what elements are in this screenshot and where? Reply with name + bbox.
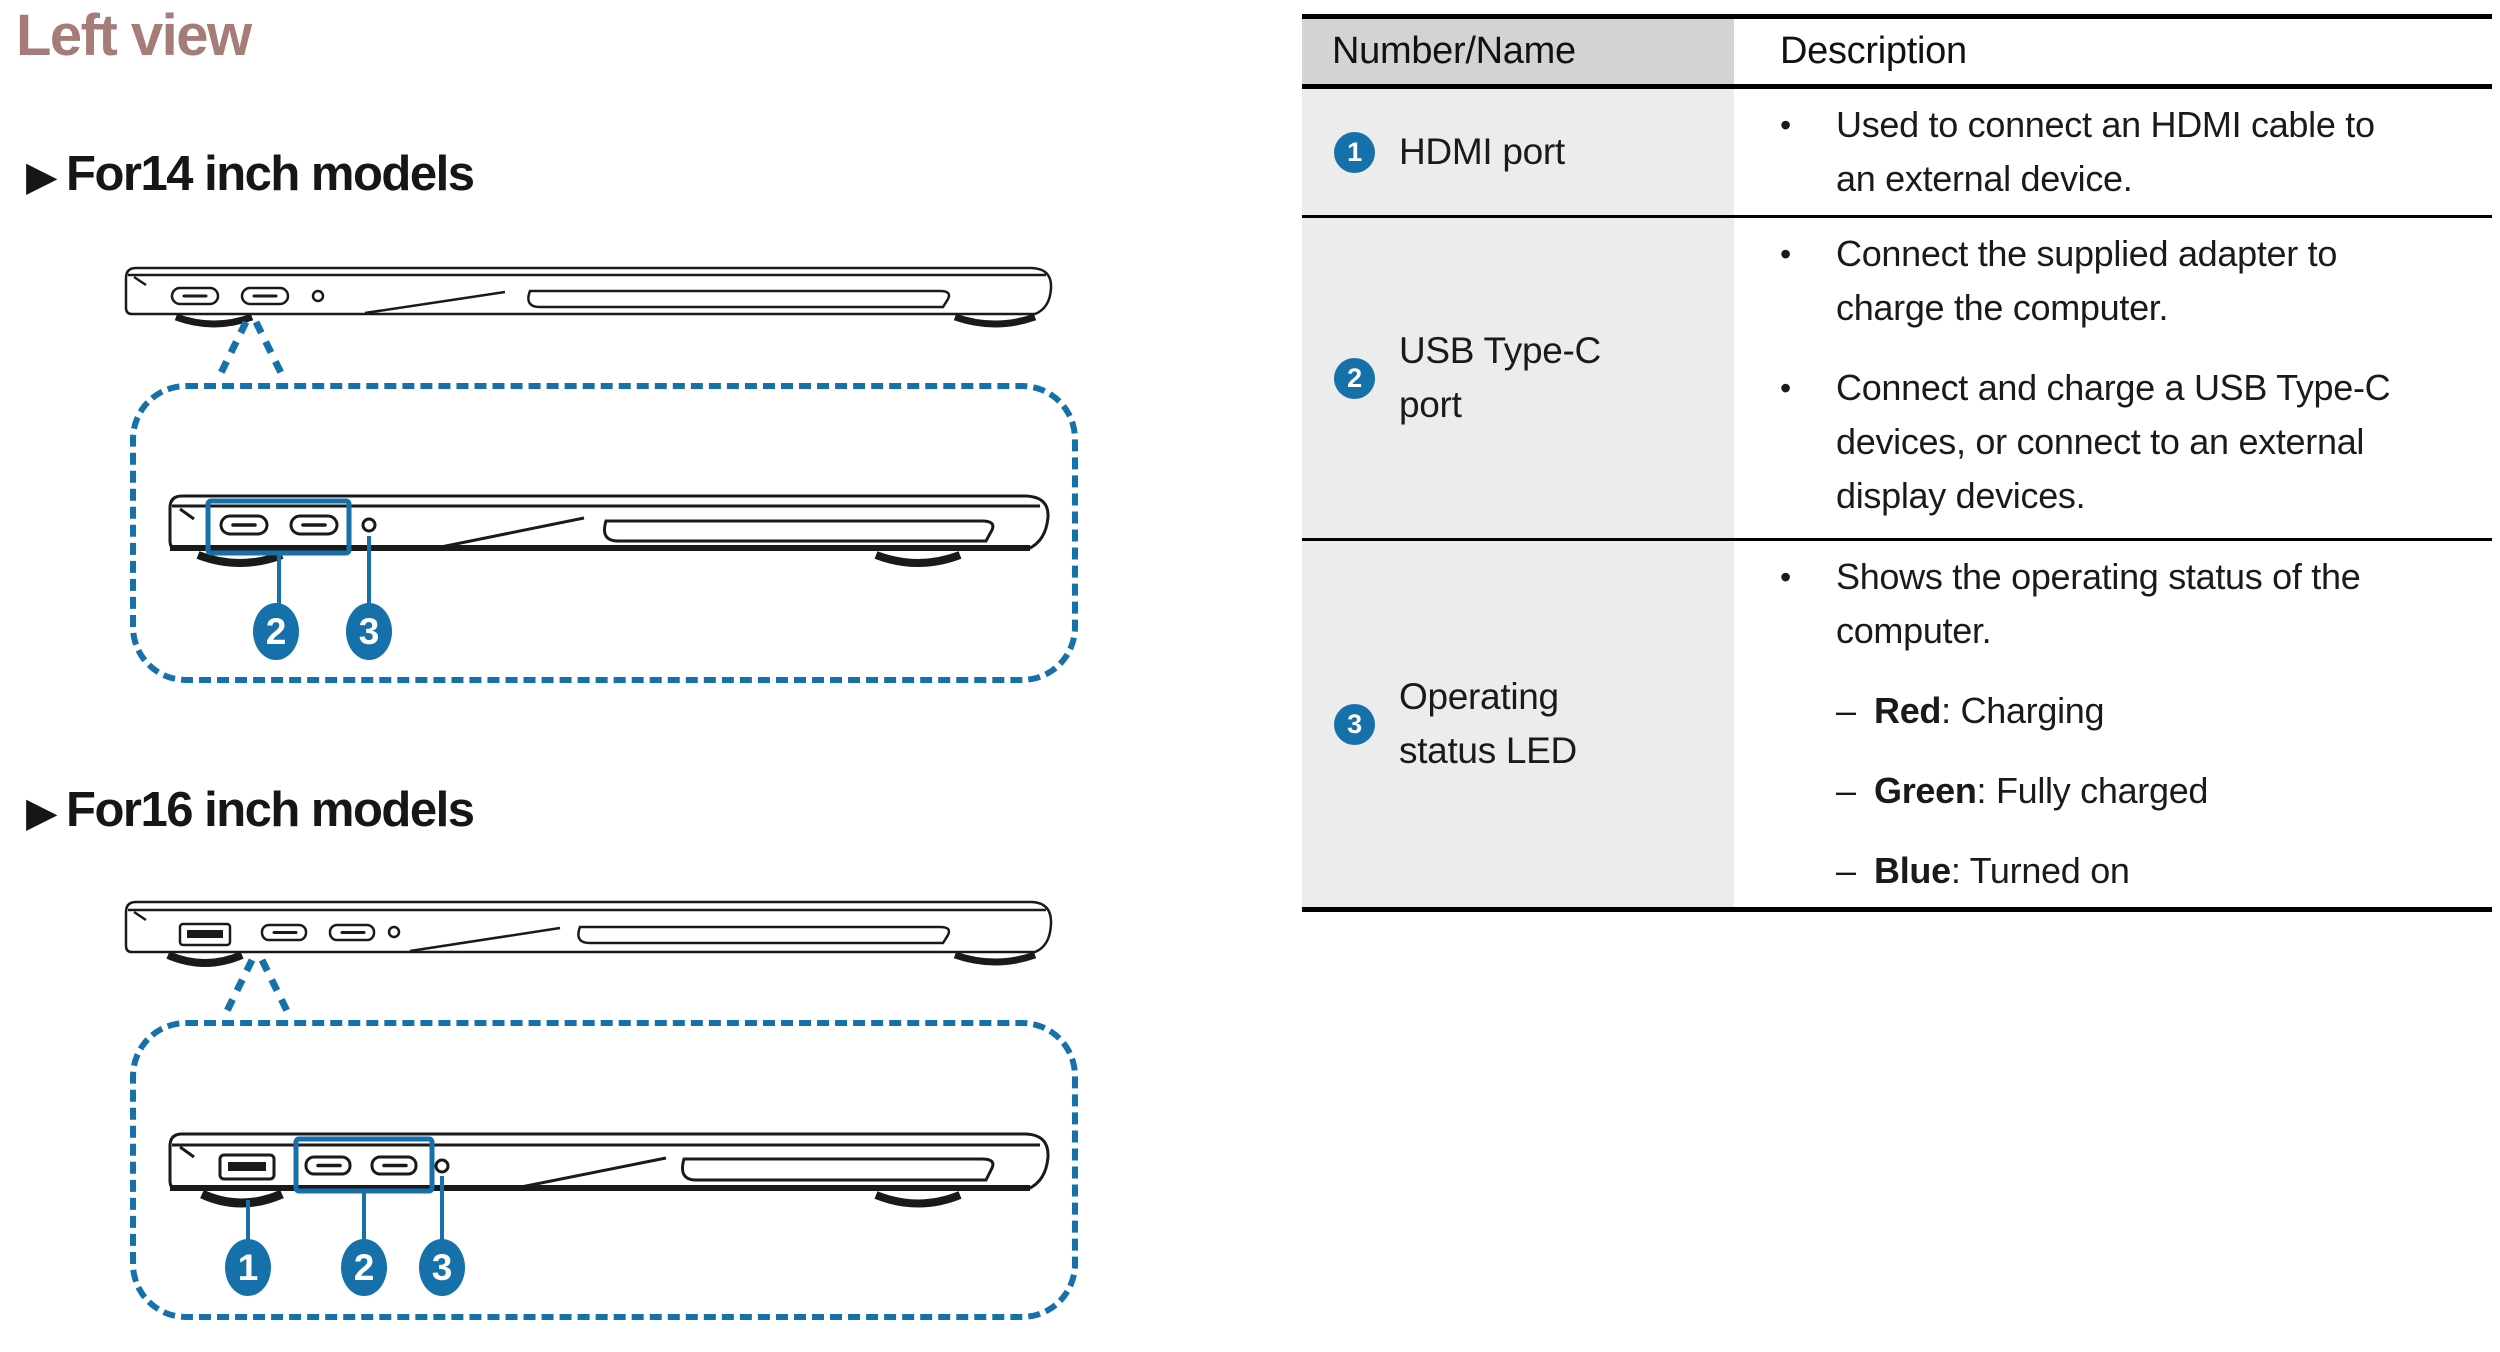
cell-description: • Used to connect an HDMI cable to an ex…	[1734, 89, 2492, 215]
number-badge-3: 3	[1334, 703, 1375, 745]
bullet-icon: •	[1780, 559, 1791, 595]
callout-badge-1: 1	[225, 1239, 271, 1296]
description-text: Shows the operating status of the comput…	[1836, 556, 2361, 651]
callout-badge-3: 3	[419, 1239, 465, 1296]
description-text: Used to connect an HDMI cable to an exte…	[1836, 104, 2375, 199]
table-row-operating-status-led: 3 Operating status LED • Shows the opera…	[1302, 538, 2492, 907]
section-heading-label: For14 inch models	[66, 147, 475, 201]
section-heading-label: For16 inch models	[66, 783, 475, 837]
number-badge-2: 2	[1334, 357, 1375, 399]
led-status-green: – Green: Fully charged	[1836, 764, 2474, 818]
usb-ports-highlight-box	[293, 1136, 435, 1194]
port-name: USB Type-C port	[1399, 330, 1601, 425]
led-status-text: Blue: Turned on	[1874, 844, 2130, 898]
dash-icon: –	[1836, 850, 1856, 891]
callout-badge-2: 2	[253, 603, 299, 660]
laptop-14-side-diagram	[124, 266, 1053, 381]
led-color-label: Red	[1874, 690, 1942, 731]
led-status-text: Red: Charging	[1874, 684, 2105, 738]
led-status-text: Green: Fully charged	[1874, 764, 2208, 818]
led-status-value: : Charging	[1941, 690, 2105, 731]
description-text: Connect the supplied adapter to charge t…	[1836, 233, 2338, 328]
callout-badge-2: 2	[341, 1239, 387, 1296]
col-header-number-name: Number/Name	[1302, 19, 1734, 84]
col-header-description: Description	[1734, 19, 2492, 84]
hdmi-port-mark	[218, 1153, 276, 1181]
led-status-red: – Red: Charging	[1836, 684, 2474, 738]
led-status-value: : Turned on	[1950, 850, 2130, 891]
port-name: Operating status LED	[1399, 676, 1577, 771]
bullet-icon: •	[1780, 370, 1791, 406]
cell-number-name: 3 Operating status LED	[1302, 541, 1734, 907]
table-row-hdmi-port: 1 HDMI port • Used to connect an HDMI ca…	[1302, 89, 2492, 215]
page-title: Left view	[16, 3, 252, 68]
bullet-icon: •	[1780, 107, 1791, 143]
callout-pointer-dashes	[220, 958, 294, 1019]
badge-leader-lines	[246, 1176, 444, 1241]
description-bullet: • Connect and charge a USB Type-C device…	[1780, 361, 2474, 523]
callout-box-16inch: 1 2 3	[130, 1020, 1078, 1320]
led-color-label: Green	[1874, 770, 1977, 811]
section-heading-14inch: ▶ For14 inch models	[26, 146, 475, 202]
table-row-usb-type-c-port: 2 USB Type-C port • Connect the supplied…	[1302, 215, 2492, 538]
ports-table: Number/Name Description 1 HDMI port • Us…	[1302, 14, 2492, 912]
port-name: HDMI port	[1399, 131, 1565, 172]
usb-ports-highlight-box	[205, 498, 352, 556]
status-led-mark	[311, 289, 325, 303]
triangle-bullet-icon: ▶	[26, 788, 58, 835]
laptop-14-zoom-diagram	[168, 494, 1050, 605]
dash-icon: –	[1836, 770, 1856, 811]
callout-badge-3: 3	[346, 603, 392, 660]
bullet-icon: •	[1780, 236, 1791, 272]
callout-box-14inch: 2 3	[130, 383, 1078, 683]
dash-icon: –	[1836, 690, 1856, 731]
led-status-blue: – Blue: Turned on	[1836, 844, 2474, 898]
triangle-bullet-icon: ▶	[26, 152, 58, 199]
led-color-label: Blue	[1874, 850, 1951, 891]
laptop-16-zoom-diagram	[168, 1132, 1050, 1241]
number-badge-1: 1	[1334, 131, 1375, 173]
section-heading-16inch: ▶ For16 inch models	[26, 782, 475, 838]
cell-number-name: 1 HDMI port	[1302, 89, 1734, 215]
cell-description: • Shows the operating status of the comp…	[1734, 541, 2492, 907]
hdmi-port-mark	[178, 922, 232, 947]
led-status-value: : Fully charged	[1976, 770, 2209, 811]
callout-pointer-dashes	[214, 320, 288, 381]
laptop-16-side-diagram	[124, 900, 1053, 1019]
status-led-mark	[387, 925, 401, 939]
description-text: Connect and charge a USB Type-C devices,…	[1836, 367, 2391, 516]
cell-description: • Connect the supplied adapter to charge…	[1734, 218, 2492, 538]
description-bullet: • Shows the operating status of the comp…	[1780, 550, 2474, 658]
description-bullet: • Used to connect an HDMI cable to an ex…	[1780, 98, 2474, 206]
status-led-mark	[361, 517, 377, 533]
table-header-row: Number/Name Description	[1302, 19, 2492, 89]
badge-leader-lines	[277, 536, 371, 605]
cell-number-name: 2 USB Type-C port	[1302, 218, 1734, 538]
description-bullet: • Connect the supplied adapter to charge…	[1780, 227, 2474, 335]
status-led-mark	[434, 1158, 450, 1174]
